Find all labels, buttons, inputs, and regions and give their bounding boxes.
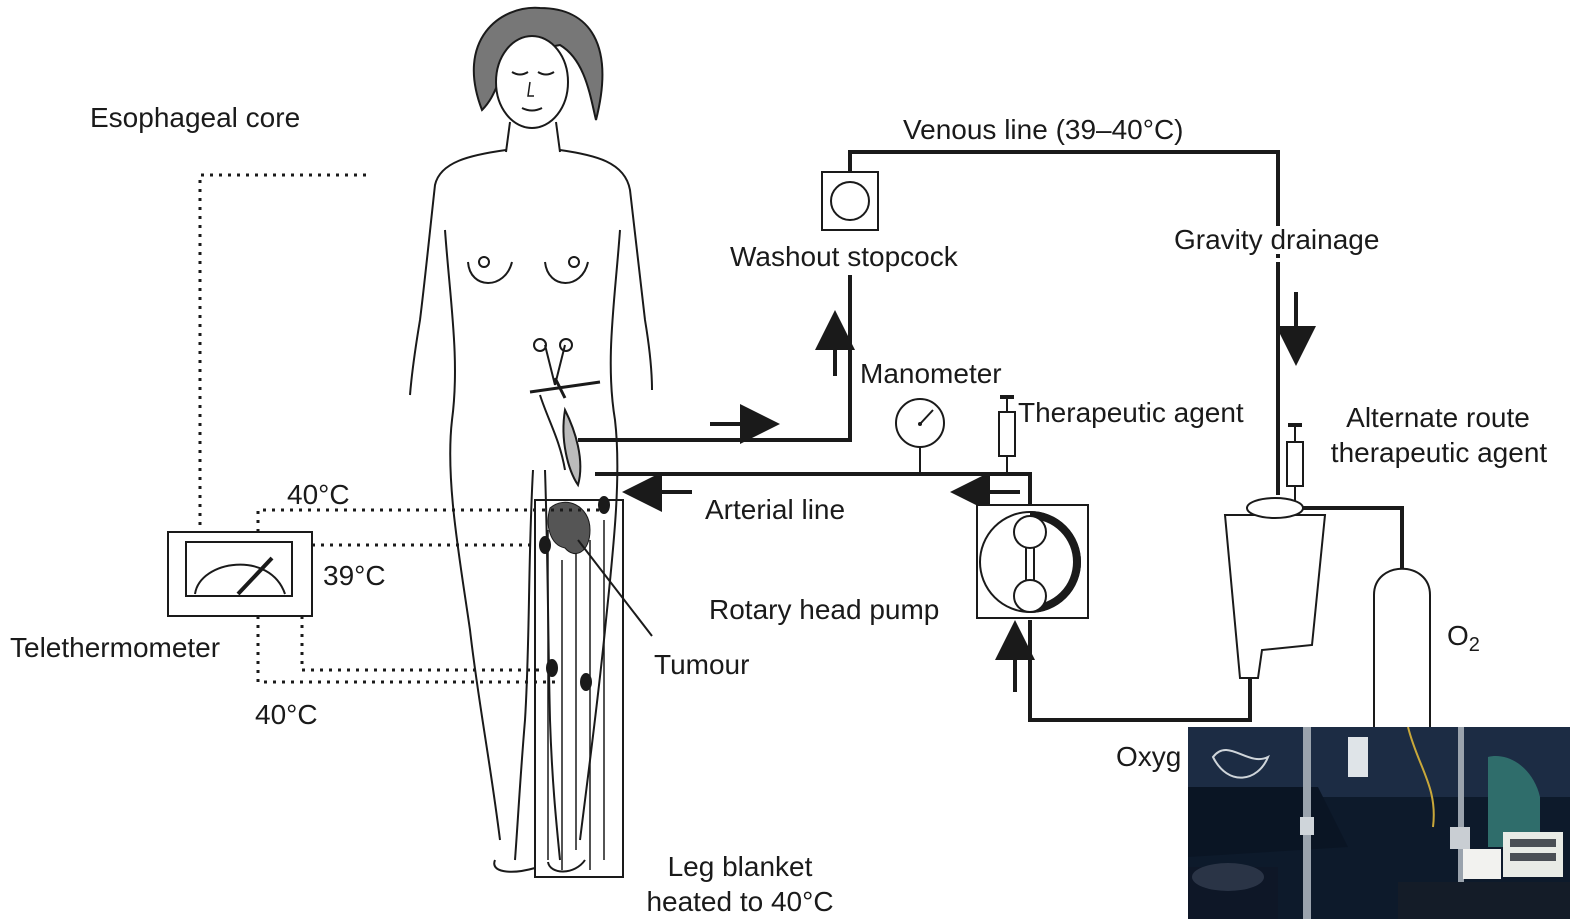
label-venous-line: Venous line (39–40°C) bbox=[903, 116, 1184, 144]
rotary-head-pump bbox=[977, 505, 1088, 618]
label-o2-subscript: 2 bbox=[1469, 634, 1480, 656]
label-temp-40-bottom: 40°C bbox=[255, 701, 318, 729]
label-manometer: Manometer bbox=[860, 360, 1002, 388]
label-rotary-head-pump: Rotary head pump bbox=[709, 596, 939, 624]
telethermometer bbox=[168, 532, 312, 616]
label-tumour: Tumour bbox=[654, 651, 749, 679]
syringe-therapeutic bbox=[999, 397, 1015, 474]
label-therapeutic-agent: Therapeutic agent bbox=[1018, 399, 1244, 427]
oxygen-cylinder bbox=[1374, 569, 1430, 735]
label-leg-blanket-heated: heated to 40°C bbox=[620, 888, 860, 916]
label-oxygenator: Oxyg bbox=[1116, 743, 1181, 771]
label-o2: O2 bbox=[1447, 622, 1480, 655]
syringe-alternate bbox=[1287, 425, 1303, 506]
label-leg-blanket: Leg blanket bbox=[620, 853, 860, 881]
label-gravity-drainage: Gravity drainage bbox=[1174, 226, 1379, 254]
oxygenator bbox=[1225, 498, 1325, 678]
label-esophageal-core: Esophageal core bbox=[90, 104, 300, 132]
label-alternate-route-agent: therapeutic agent bbox=[1316, 439, 1562, 467]
leg-blanket bbox=[535, 496, 652, 877]
label-alternate-route: Alternate route bbox=[1318, 404, 1558, 432]
label-temp-39: 39°C bbox=[323, 562, 386, 590]
manometer bbox=[896, 399, 944, 474]
label-washout-stopcock: Washout stopcock bbox=[730, 243, 958, 271]
label-temp-40-top: 40°C bbox=[287, 481, 350, 509]
flow-arrows bbox=[642, 292, 1296, 692]
label-telethermometer: Telethermometer bbox=[10, 634, 220, 662]
label-arterial-line: Arterial line bbox=[705, 496, 845, 524]
operating-room-photo bbox=[1188, 727, 1570, 919]
label-o2-base: O bbox=[1447, 620, 1469, 651]
photo-rendering bbox=[1188, 727, 1570, 919]
washout-stopcock bbox=[822, 172, 878, 230]
face bbox=[496, 36, 568, 128]
